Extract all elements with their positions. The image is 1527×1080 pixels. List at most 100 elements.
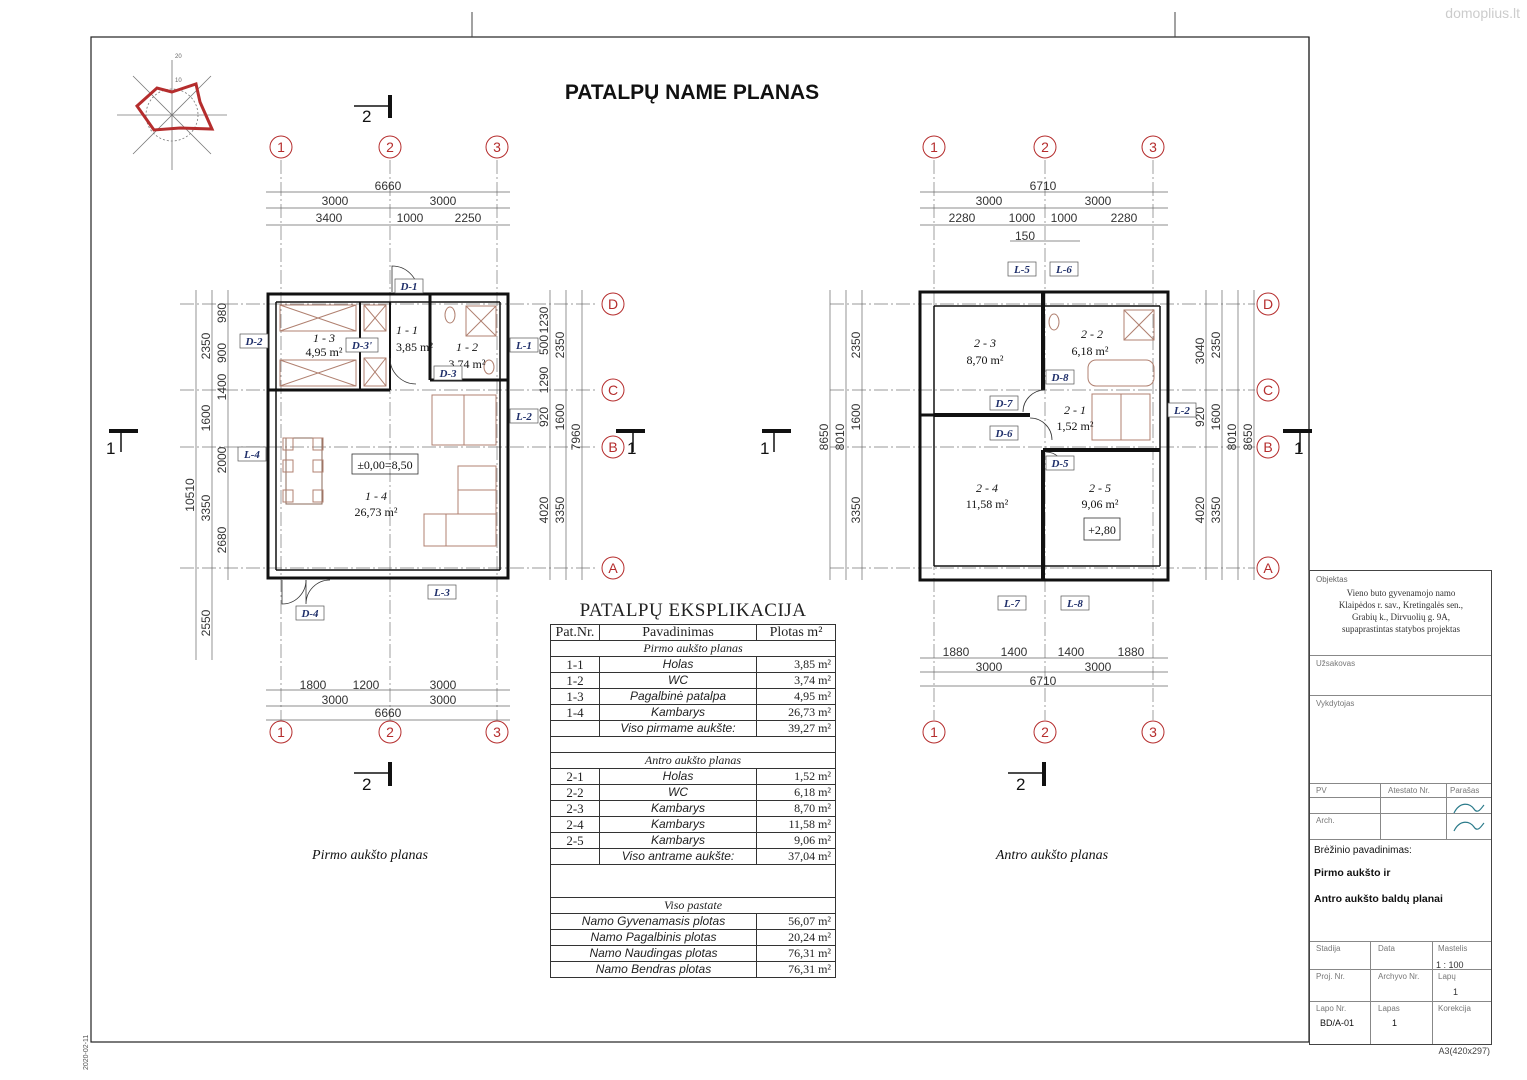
section-mark-bottom-2: 2 (1008, 762, 1046, 794)
svg-text:3350: 3350 (199, 494, 213, 521)
svg-text:4020: 4020 (537, 496, 551, 523)
plan-2-dims-top: 6710 3000 3000 2280 1000 1000 2280 150 (920, 179, 1168, 243)
svg-text:1000: 1000 (1051, 211, 1078, 225)
svg-text:3000: 3000 (976, 194, 1003, 208)
row-nr: 2-2 (550, 784, 600, 801)
svg-text:980: 980 (215, 303, 229, 323)
svg-text:8010: 8010 (1225, 423, 1239, 450)
section-title: Antro aukšto planas (550, 752, 836, 769)
client-label: Užsakovas (1316, 659, 1356, 668)
row-name: Pagalbinė patalpa (599, 688, 757, 705)
object-label: Objektas (1316, 575, 1348, 584)
row-nr: 2-3 (550, 800, 600, 817)
svg-text:1400: 1400 (1001, 645, 1028, 659)
total-name: Namo Gyvenamasis plotas (550, 913, 757, 930)
room-area: 11,58 m² (966, 497, 1009, 511)
proj-label: Proj. Nr. (1316, 972, 1345, 981)
sign-label: Parašas (1450, 786, 1480, 795)
contractor-label: Vykdytojas (1316, 699, 1355, 708)
section-mark-left-1: 1 (106, 429, 138, 458)
svg-text:1: 1 (627, 439, 636, 458)
plan-1-dims-right: 1230 500 1290 920 4020 2350 1600 3350 79… (537, 290, 583, 580)
svg-text:1200: 1200 (353, 678, 380, 692)
plan-2-axis-bubbles: 1 2 3 1 2 3 D C B A (922, 135, 1280, 744)
svg-text:1600: 1600 (1209, 403, 1223, 430)
svg-text:L-8: L-8 (1066, 598, 1083, 610)
page-value: 1 (1392, 1018, 1398, 1028)
svg-text:10510: 10510 (183, 478, 197, 512)
svg-text:A: A (1263, 560, 1273, 576)
plan-2-caption: Antro aukšto planas (995, 848, 1109, 863)
room-area: 1,52 m² (1057, 419, 1094, 433)
svg-text:D-1: D-1 (399, 281, 417, 293)
explication-title: PATALPŲ EKSPLIKACIJA (579, 600, 807, 621)
svg-text:2280: 2280 (949, 211, 976, 225)
row-nr: 1-4 (550, 704, 600, 721)
svg-text:6660: 6660 (375, 706, 402, 720)
section-mark-top-1: 2 (354, 95, 392, 126)
svg-text:D-6: D-6 (994, 428, 1013, 440)
date-label: Data (1378, 944, 1395, 953)
plan-2-dims-left: 8650 8010 2350 1600 3350 (817, 290, 863, 580)
svg-text:3: 3 (1149, 139, 1157, 155)
page-label: Lapas (1378, 1004, 1400, 1013)
section-title: Pirmo aukšto planas (550, 640, 836, 657)
svg-text:2: 2 (386, 139, 394, 155)
svg-text:D: D (608, 296, 618, 312)
object-line: Vieno buto gyvenamojo namo (1346, 588, 1456, 598)
plan-2-dims-bottom: 1880 1400 1400 1880 3000 3000 6710 (920, 645, 1168, 688)
row-area: 3,85 m² (756, 656, 836, 673)
svg-text:2: 2 (1041, 724, 1049, 740)
drawing-name-line: Antro aukšto baldų planai (1314, 893, 1443, 905)
svg-text:2350: 2350 (849, 331, 863, 358)
room-label: 2 - 5 (1089, 481, 1111, 495)
svg-text:500: 500 (537, 335, 551, 355)
svg-text:L-4: L-4 (243, 449, 260, 461)
svg-text:1: 1 (930, 139, 938, 155)
svg-text:B: B (608, 439, 617, 455)
title-block: Objektas Vieno buto gyvenamojo namo Klai… (1309, 570, 1492, 1045)
room-label: 2 - 1 (1064, 403, 1086, 417)
header-name: Pavadinimas (599, 624, 757, 641)
signature-image (1453, 803, 1485, 832)
section-title: Viso pastate (550, 897, 836, 914)
total-area: 39,27 m² (756, 720, 836, 737)
plan-2-tags: L-5 L-6 D-8 D-7 D-6 D-5 L-2 L-7 L-8 (989, 261, 1197, 611)
svg-text:3040: 3040 (1193, 337, 1207, 364)
room-area: 8,70 m² (967, 353, 1004, 367)
svg-text:900: 900 (215, 343, 229, 363)
svg-text:L-2: L-2 (515, 411, 532, 423)
section-mark-right-2: 1 (1283, 429, 1312, 458)
plan-1-furniture (279, 304, 497, 547)
svg-text:C: C (608, 382, 618, 398)
plan-1-dims-bottom: 1800 1200 3000 3000 3000 6660 (266, 678, 510, 721)
arch-label: Arch. (1316, 816, 1335, 825)
plan-2-dims-right: 3040 920 4020 2350 1600 3350 8010 8650 (1193, 290, 1255, 580)
room-area: 6,18 m² (1072, 344, 1109, 358)
svg-text:2000: 2000 (215, 446, 229, 473)
plan-1-dims-left: 10510 2350 1600 3350 2550 980 900 1400 2… (183, 290, 229, 660)
svg-text:L-1: L-1 (515, 340, 532, 352)
row-name: Holas (599, 656, 757, 673)
object-section: Objektas Vieno buto gyvenamojo namo Klai… (1316, 575, 1486, 635)
svg-text:1800: 1800 (300, 678, 327, 692)
total-area: 76,31 m² (756, 945, 836, 962)
total-name: Namo Pagalbinis plotas (550, 929, 757, 946)
svg-text:3: 3 (1149, 724, 1157, 740)
paper-size: A3(420x297) (1438, 1046, 1490, 1056)
svg-text:8650: 8650 (1241, 423, 1255, 450)
plan-2-walls (918, 290, 1170, 582)
svg-text:2: 2 (362, 107, 371, 126)
svg-text:2280: 2280 (1111, 211, 1138, 225)
svg-text:D-3': D-3' (351, 340, 372, 352)
room-label: 1 - 1 (396, 323, 418, 337)
plan-1-caption: Pirmo aukšto planas (311, 848, 428, 863)
svg-text:1: 1 (277, 724, 285, 740)
scale-value: 1 : 100 (1436, 960, 1464, 970)
svg-text:3400: 3400 (316, 211, 343, 225)
svg-text:8650: 8650 (817, 423, 831, 450)
svg-text:3000: 3000 (322, 194, 349, 208)
svg-text:1290: 1290 (537, 366, 551, 393)
svg-text:2680: 2680 (215, 526, 229, 553)
plan-2-axis-lines (830, 160, 1255, 720)
